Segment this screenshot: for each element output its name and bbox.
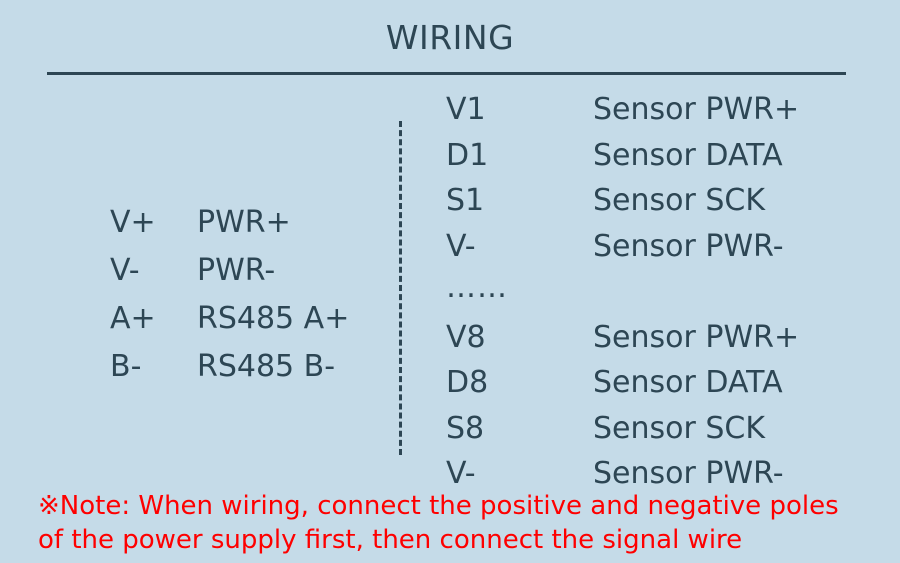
pin-row: A+ RS485 A+ xyxy=(110,299,349,347)
pin-description: PWR+ xyxy=(197,205,291,240)
pin-row: V8 Sensor PWR+ xyxy=(446,318,799,364)
pin-code: V8 xyxy=(446,319,486,355)
pin-description: Sensor PWR+ xyxy=(593,92,800,127)
pin-row: D8 Sensor DATA xyxy=(446,363,799,409)
pin-code: D8 xyxy=(446,365,489,400)
pin-description: Sensor DATA xyxy=(593,137,783,173)
pin-row: D1 Sensor DATA xyxy=(446,136,799,182)
pin-code: S8 xyxy=(446,410,485,446)
pin-row: V1 Sensor PWR+ xyxy=(446,90,799,136)
pin-description: RS485 B- xyxy=(197,349,336,384)
pin-code: A+ xyxy=(110,301,156,336)
pin-description: Sensor SCK xyxy=(593,410,766,446)
pin-description: Sensor DATA xyxy=(593,365,783,400)
pin-description: RS485 A+ xyxy=(197,301,350,336)
pin-description: Sensor PWR+ xyxy=(593,319,800,355)
pin-code: V1 xyxy=(446,92,486,127)
pin-row: V+ PWR+ xyxy=(110,203,349,251)
page-title: WIRING xyxy=(385,18,515,57)
pin-row: V- Sensor PWR- xyxy=(446,227,799,273)
pin-code: V- xyxy=(110,253,140,288)
title-divider-rule xyxy=(47,72,846,75)
pin-description: PWR- xyxy=(197,253,276,288)
pin-code: V- xyxy=(446,228,476,264)
note-line-2: of the power supply first, then connect … xyxy=(38,525,743,555)
pin-code: S1 xyxy=(446,183,485,218)
right-pin-column: V1 Sensor PWR+ D1 Sensor DATA S1 Sensor … xyxy=(446,90,799,500)
pin-row: S1 Sensor SCK xyxy=(446,181,799,227)
pin-code: V- xyxy=(446,456,476,491)
pin-row: V- PWR- xyxy=(110,251,349,299)
pin-row-ellipsis: …… xyxy=(446,272,799,318)
pin-description: Sensor PWR- xyxy=(593,228,784,264)
pin-code: D1 xyxy=(446,137,489,173)
pin-code: V+ xyxy=(110,205,156,240)
left-pin-column: V+ PWR+ V- PWR- A+ RS485 A+ B- RS485 B- xyxy=(110,203,349,395)
dashed-column-divider xyxy=(399,121,402,455)
warning-note: ※Note: When wiring, connect the positive… xyxy=(38,489,878,557)
pin-description: Sensor PWR- xyxy=(593,456,784,491)
pin-row: V- Sensor PWR- xyxy=(446,454,799,500)
pin-row: B- RS485 B- xyxy=(110,347,349,395)
pin-row: S8 Sensor SCK xyxy=(446,409,799,455)
pin-code: B- xyxy=(110,349,142,384)
ellipsis-continuation: …… xyxy=(446,270,508,305)
pin-description: Sensor SCK xyxy=(593,183,766,218)
note-line-1: ※Note: When wiring, connect the positive… xyxy=(38,491,839,521)
